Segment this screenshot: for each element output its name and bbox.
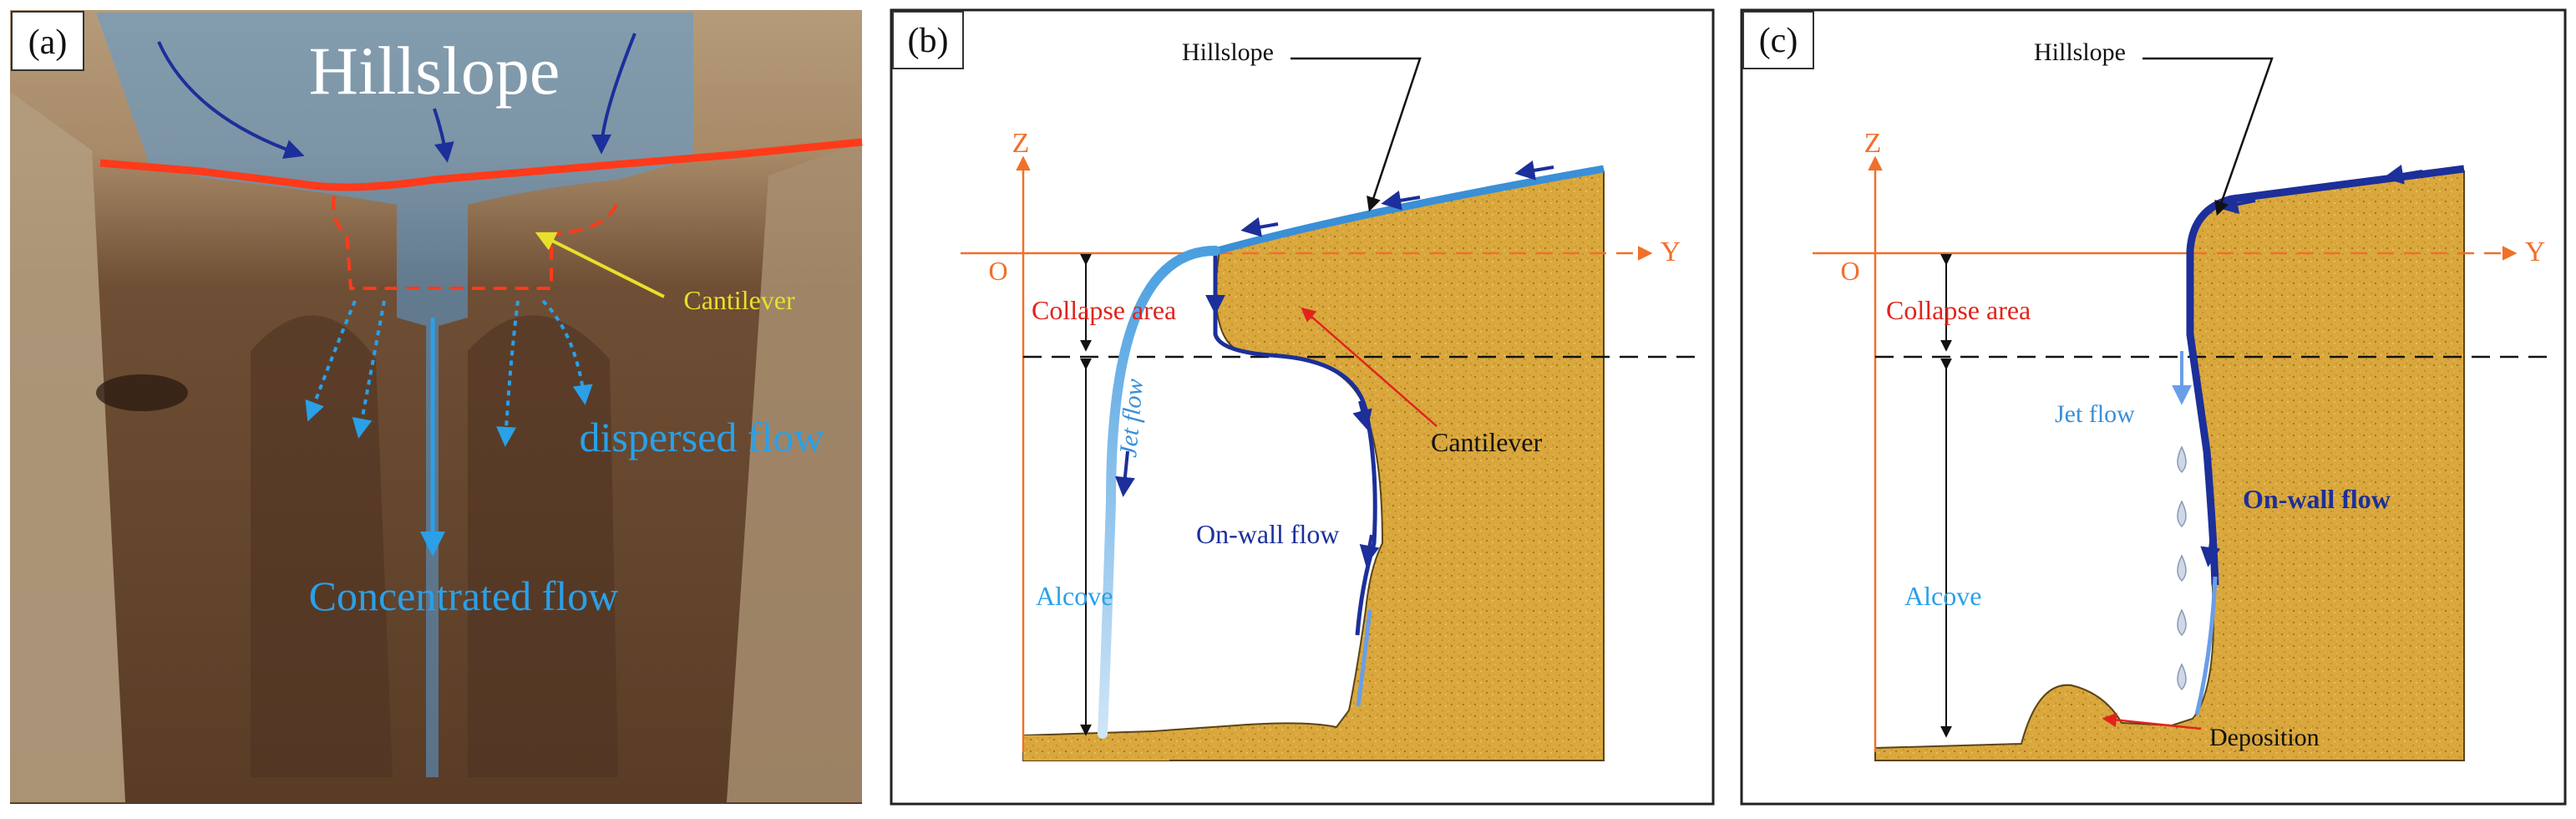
label-alcove-c: Alcove <box>1904 581 1981 611</box>
tag-c: (c) <box>1759 22 1798 60</box>
droplet-1 <box>2177 445 2187 474</box>
slope-arrow-c-2 <box>2383 165 2423 185</box>
panel-a: (a) Hillslope Cantilever dispersed flow … <box>10 10 863 804</box>
onwall-arrow-c <box>2200 534 2221 567</box>
dispersed-arrow-4 <box>541 299 593 405</box>
slope-arrow-b-2 <box>1381 191 1421 211</box>
dispersed-arrow-1 <box>305 300 357 422</box>
onwall-flow-c <box>2186 165 2465 586</box>
onwall-flow-lower-c <box>2194 576 2218 715</box>
tag-box-b <box>892 11 964 69</box>
inflow-arrow-3 <box>591 33 636 155</box>
droplet-3 <box>2177 554 2187 582</box>
label-collapse-b: Collapse area <box>1032 295 1176 325</box>
axis-z-label-c: Z <box>1864 128 1882 159</box>
photo-left-wall <box>10 92 125 802</box>
label-concentrated-flow: Concentrated flow <box>309 572 619 619</box>
dispersed-arrow-2 <box>352 300 386 439</box>
slope-arrow-b-3 <box>1514 160 1554 181</box>
hillslope-leader-b <box>1291 57 1422 212</box>
deposition-leader-c <box>2102 712 2202 730</box>
slope-arrow-b-1 <box>1240 216 1279 237</box>
panel-b: (b) Z Y O H <box>890 8 1715 806</box>
onwall-arrow-b-2 <box>1352 400 1372 430</box>
tag-box-c <box>1742 11 1814 69</box>
droplet-4 <box>2177 608 2187 637</box>
label-hillslope-b: Hillslope <box>1182 38 1274 66</box>
axis-y-label-b: Y <box>1661 237 1681 267</box>
jet-arrow-b <box>1114 450 1135 497</box>
axis-y-label-c: Y <box>2525 237 2546 267</box>
inflow-arrow-2 <box>433 108 454 163</box>
inflow-arrow-1 <box>157 41 305 160</box>
droplets <box>2177 445 2187 691</box>
photo-hole <box>96 374 188 411</box>
panel-c: (c) Z Y O Hills <box>1740 8 2567 806</box>
label-cantilever-b: Cantilever <box>1431 427 1543 457</box>
slope-edge-line <box>99 138 863 191</box>
label-collapse-c: Collapse area <box>1886 295 2031 325</box>
label-deposition-c: Deposition <box>2209 724 2320 751</box>
dispersed-arrow-3 <box>496 300 520 447</box>
tag-box-a <box>11 11 84 71</box>
hillslope-water-b <box>1216 165 1605 255</box>
label-jet-flow-c: Jet flow <box>2055 400 2135 428</box>
jet-flow-b <box>1098 246 1220 739</box>
water-overlay <box>96 13 693 777</box>
label-onwall-flow-b: On-wall flow <box>1196 519 1340 549</box>
origin-label-c: O <box>1840 256 1859 286</box>
axis-z-label-b: Z <box>1012 128 1030 159</box>
photo-pillar-left <box>251 315 393 777</box>
hillslope-leader-c <box>2142 57 2274 216</box>
onwall-arrow-b-3 <box>1359 534 1380 566</box>
cantilever-pointer <box>535 231 665 298</box>
label-hillslope-c: Hillslope <box>2034 38 2126 66</box>
photo-pillar-right <box>468 315 618 777</box>
cantilever-leader-b <box>1301 307 1438 427</box>
label-dispersed-flow: dispersed flow <box>580 414 824 460</box>
tag-a: (a) <box>28 23 68 62</box>
droplet-5 <box>2177 663 2187 691</box>
origin-label-b: O <box>988 256 1007 286</box>
label-onwall-flow-c: On-wall flow <box>2243 484 2391 514</box>
label-alcove-b: Alcove <box>1036 581 1113 611</box>
photo-right-wall <box>727 142 862 802</box>
title-hillslope: Hillslope <box>309 33 560 109</box>
tag-b: (b) <box>908 22 949 60</box>
label-cantilever-a: Cantilever <box>683 285 795 315</box>
droplet-2 <box>2177 500 2187 528</box>
onwall-flow-lower-b <box>1356 609 1372 707</box>
ground-b <box>1023 735 1169 760</box>
label-jet-flow-b: Jet flow <box>1114 378 1149 459</box>
